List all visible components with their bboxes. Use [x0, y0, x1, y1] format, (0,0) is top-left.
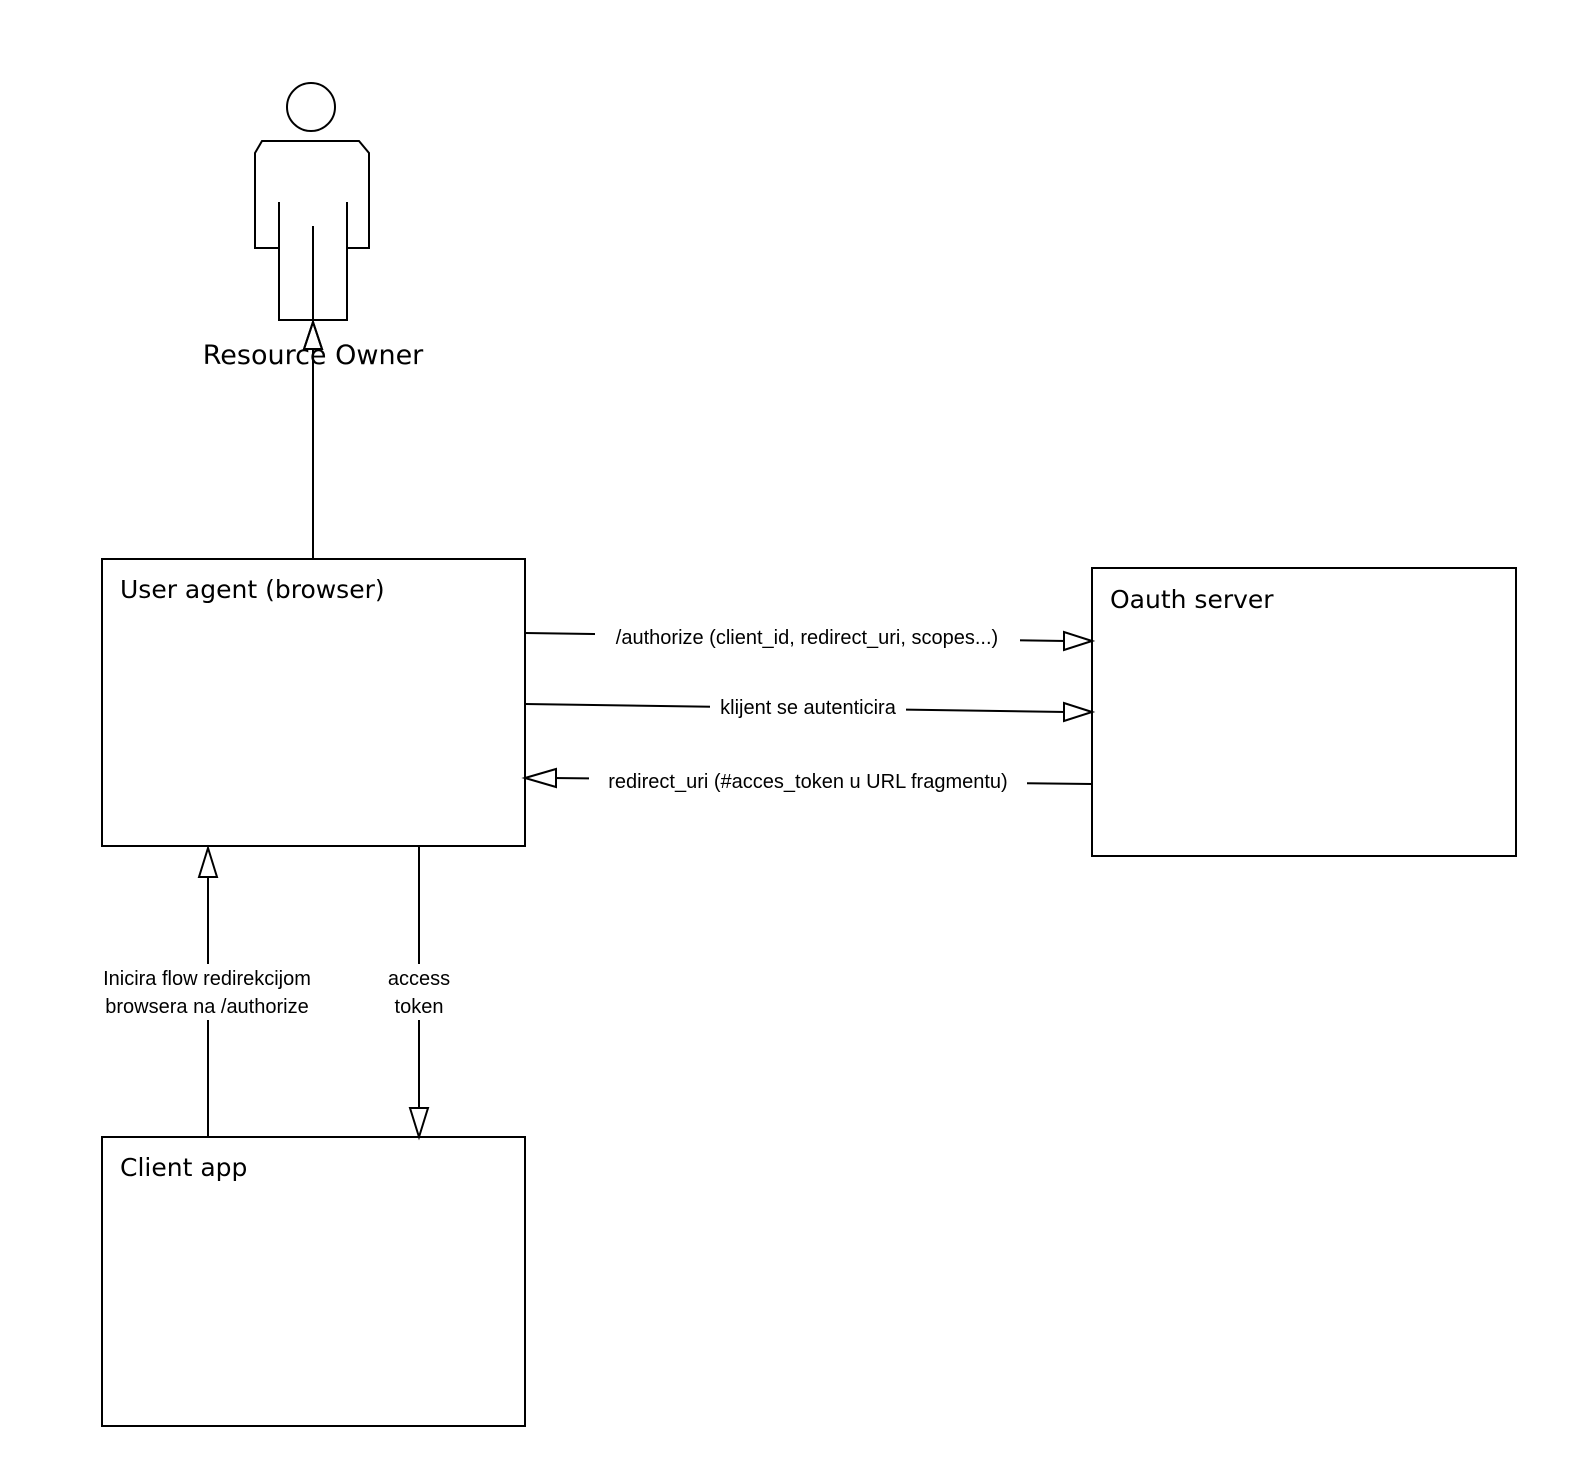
client-app-box	[101, 1136, 526, 1427]
edge-authenticate-arrowhead	[1063, 701, 1096, 723]
client-app-label: Client app	[120, 1153, 247, 1182]
actor-label: Resource Owner	[203, 340, 424, 371]
edge-authenticate-label-bg	[710, 696, 906, 722]
edge-authorize-label-bg	[595, 624, 1020, 650]
oauth-server-label: Oauth server	[1110, 585, 1274, 614]
edge-initiate[interactable]: Inicira flow redirekcijom browsera na /a…	[86, 844, 330, 1137]
edge-redirect-label-bg	[589, 768, 1027, 794]
edge-access-token-label-line2: token	[395, 996, 444, 1018]
edge-access-token-label-bg	[386, 964, 452, 1020]
edge-initiate-label-bg	[86, 964, 330, 1020]
actor-resource-owner[interactable]	[254, 82, 370, 321]
user-agent-label: User agent (browser)	[120, 575, 385, 604]
node-client-app[interactable]: Client app	[101, 1136, 526, 1427]
edge-access-token-arrowhead	[408, 1107, 430, 1141]
user-agent-box	[101, 558, 526, 847]
edge-access-token[interactable]: access token	[386, 846, 452, 1141]
edge-authorize-label: /authorize (client_id, redirect_uri, sco…	[616, 627, 998, 649]
edge-initiate-label-line1: Inicira flow redirekcijom	[103, 968, 311, 990]
edge-redirect-label: redirect_uri (#acces_token u URL fragmen…	[608, 771, 1007, 793]
node-user-agent[interactable]: User agent (browser)	[101, 558, 526, 847]
edge-authenticate-label: klijent se autenticira	[720, 697, 897, 719]
edge-to-owner-arrowhead-overlay	[302, 318, 324, 350]
oauth-server-box	[1091, 567, 1517, 857]
edge-access-token-label-line1: access	[388, 968, 450, 990]
edge-initiate-label-line2: browsera na /authorize	[105, 996, 308, 1018]
edge-redirect[interactable]: redirect_uri (#acces_token u URL fragmen…	[521, 767, 1093, 794]
edge-authenticate[interactable]: klijent se autenticira	[524, 696, 1096, 723]
edge-authorize-arrowhead	[1063, 630, 1096, 652]
edge-initiate-arrowhead	[197, 844, 219, 878]
edge-redirect-arrowhead	[521, 767, 557, 789]
node-oauth-server[interactable]: Oauth server	[1091, 567, 1517, 857]
edge-authorize[interactable]: /authorize (client_id, redirect_uri, sco…	[524, 624, 1096, 652]
actor-head	[286, 82, 336, 132]
